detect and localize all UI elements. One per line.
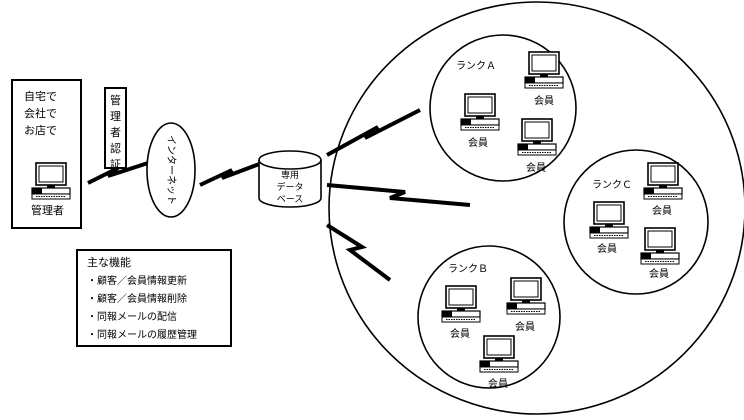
member-network-circle [328, 1, 744, 415]
location-shop: お店で [24, 123, 57, 137]
functions-box [76, 249, 232, 347]
member-computer-icon [460, 93, 500, 131]
auth-char-1: 管 [110, 93, 121, 107]
member-label: 会員 [652, 204, 672, 217]
member-label: 会員 [526, 161, 546, 174]
admin-box [11, 79, 82, 229]
function-item: ・同報メールの配信 [87, 311, 177, 323]
function-item: ・顧客／会員情報削除 [87, 292, 187, 305]
member-label: 会員 [534, 94, 554, 107]
member-label: 会員 [488, 377, 508, 390]
member-label: 会員 [468, 136, 488, 149]
member-computer-icon [441, 285, 481, 323]
rank-a-label: ランクＡ [456, 60, 496, 72]
internet-label: インターネット [165, 135, 177, 205]
functions-title: 主な機能 [87, 255, 131, 269]
admin-label: 管理者 [31, 203, 64, 217]
database-label-2: データ [276, 181, 303, 193]
database-icon [258, 150, 322, 208]
member-label: 会員 [649, 267, 669, 280]
location-office: 会社で [24, 106, 57, 120]
auth-char-4: 認 [110, 141, 121, 155]
rank-c-label: ランクＣ [592, 179, 632, 191]
link-admin-internet [87, 161, 149, 185]
member-computer-icon [643, 162, 683, 200]
member-computer-icon [479, 335, 519, 373]
auth-char-3: 者 [110, 126, 121, 139]
rank-c-circle [563, 149, 709, 295]
location-home: 自宅で [24, 89, 57, 103]
auth-char-5: 証 [110, 158, 121, 171]
member-label: 会員 [515, 320, 535, 333]
auth-char-2: 理 [110, 110, 121, 123]
member-computer-icon [524, 51, 564, 89]
rank-b-label: ランクＢ [448, 263, 488, 275]
function-item: ・顧客／会員情報更新 [87, 274, 187, 287]
admin-computer-icon [31, 162, 71, 200]
function-item: ・同報メールの履歴管理 [87, 328, 197, 341]
member-label: 会員 [597, 242, 617, 255]
member-computer-icon [506, 277, 546, 315]
link-internet-database [199, 161, 263, 187]
member-label: 会員 [450, 327, 470, 340]
member-computer-icon [517, 118, 557, 156]
internet-node [146, 122, 196, 218]
database-label-1: 専用 [281, 169, 299, 181]
link-database-rank-b [325, 223, 392, 282]
database-label-3: ベース [277, 195, 304, 205]
link-database-rank-c [326, 183, 471, 207]
member-computer-icon [589, 201, 629, 239]
link-database-rank-a [326, 108, 421, 157]
member-computer-icon [640, 227, 680, 265]
